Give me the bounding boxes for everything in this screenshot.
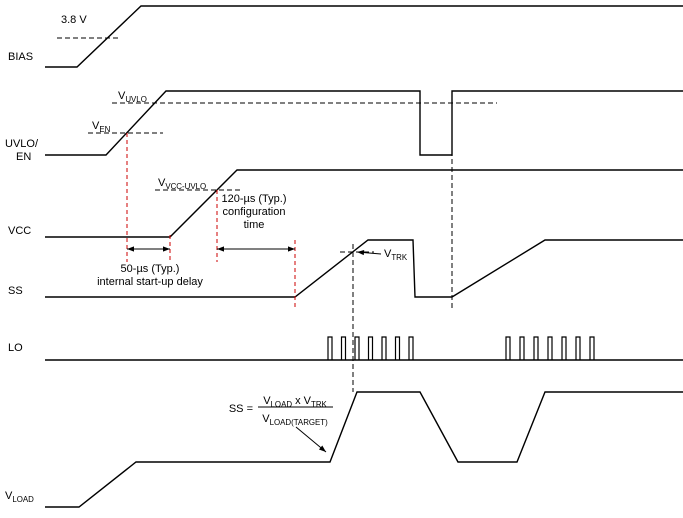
config-time-arrow-head: [217, 246, 224, 252]
lo-pulse: [340, 336, 347, 360]
signal-label-uvlo: UVLO/: [5, 138, 39, 150]
lo-pulse: [533, 336, 539, 360]
lo-pulse: [547, 336, 553, 360]
signal-label-en: EN: [16, 151, 31, 163]
formula-lhs: SS =: [229, 403, 253, 415]
signal-label-lo: LO: [8, 342, 23, 354]
signal-label-ss: SS: [8, 285, 23, 297]
signal-label-vcc: VCC: [8, 225, 31, 237]
annotation-config-3: time: [244, 219, 265, 231]
ss-waveform: [45, 239, 683, 298]
lo-pulse: [561, 336, 567, 360]
lo-pulse: [394, 336, 401, 360]
lo-pulse: [367, 336, 374, 360]
annotation-config-2: configuration: [223, 206, 286, 218]
lo-pulse: [354, 336, 360, 360]
startup-delay-arrow-head: [127, 246, 134, 252]
annotation-delay-1: 50-µs (Typ.): [121, 263, 180, 275]
annotation-config-1: 120-µs (Typ.): [221, 193, 286, 205]
vload-waveform: [45, 391, 683, 508]
formula-numerator: VLOAD x VTRK: [263, 395, 327, 409]
lo-pulse: [381, 336, 387, 360]
lo-pulse: [589, 336, 595, 360]
lo-pulse: [575, 336, 581, 360]
lo-pulse: [327, 336, 333, 360]
formula-denominator: VLOAD(TARGET): [262, 413, 328, 427]
annotation-ven: VEN: [92, 120, 111, 134]
annotation-vuvlo: VUVLO: [118, 90, 147, 104]
formula-pointer-arrow-head: [318, 445, 326, 452]
vcc-waveform: [45, 169, 683, 238]
lo-pulse: [519, 336, 525, 360]
signal-label-vload: VLOAD: [5, 490, 34, 504]
bias-waveform: [45, 5, 683, 68]
annotation-vtrk: VTRK: [384, 248, 408, 262]
lo-pulse: [505, 336, 511, 360]
annotation-delay-2: internal start-up delay: [97, 276, 203, 288]
annotation-vcc-uvlo: VVCC-UVLO: [158, 177, 206, 191]
signal-label-bias: BIAS: [8, 51, 33, 63]
startup-delay-arrow-head: [163, 246, 170, 252]
uvlo-en-waveform: [45, 90, 683, 156]
config-time-arrow-head: [288, 246, 295, 252]
lo-pulse: [408, 336, 414, 360]
annotation-38v: 3.8 V: [61, 14, 87, 26]
vtrk-pointer-arrow-head: [357, 249, 365, 256]
